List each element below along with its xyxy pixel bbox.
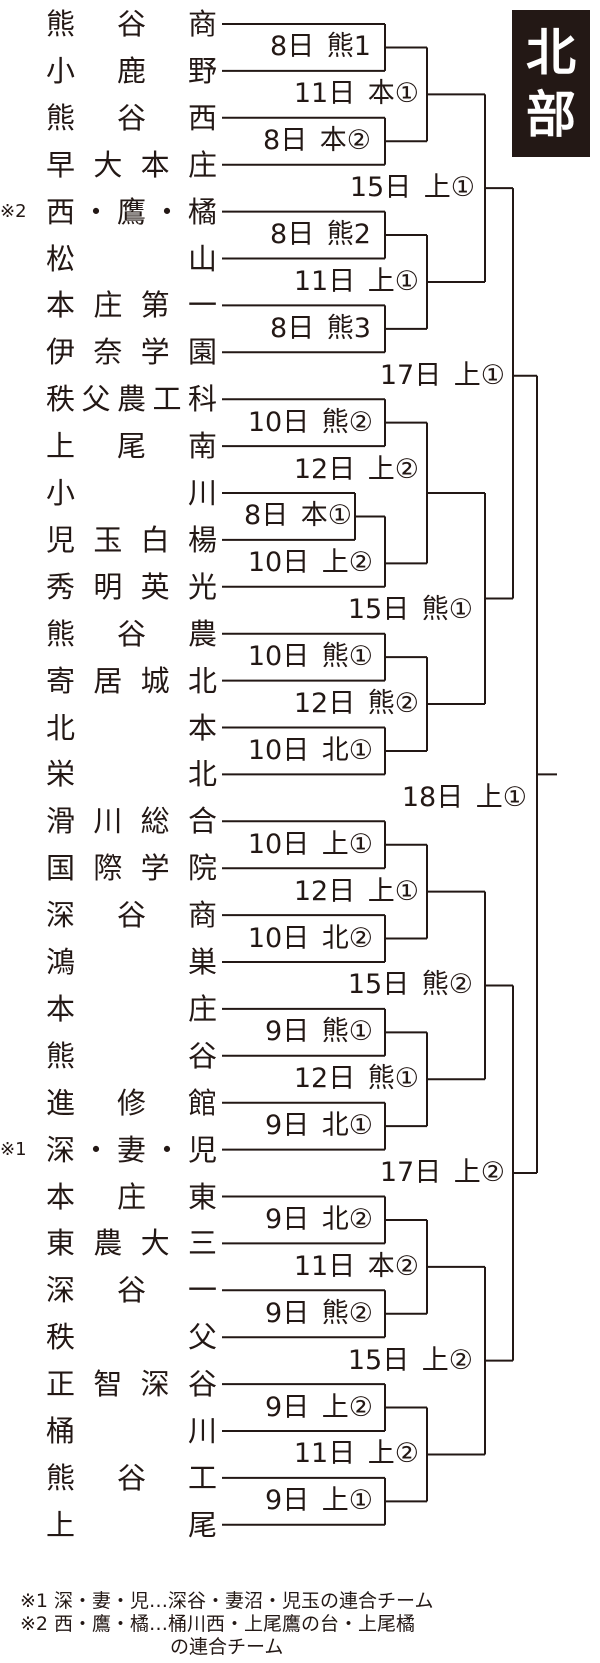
team-name: 桶川 (46, 1414, 217, 1448)
region-char: 北 (526, 23, 576, 82)
match-label: 9日 上① (265, 1485, 373, 1517)
team-name: 寄居城北 (46, 663, 217, 698)
match-label: 8日 熊1 (270, 31, 371, 63)
team-footnote-mark: ※1 (0, 1138, 27, 1160)
region-char: 部 (526, 85, 576, 144)
match-label: 11日 上② (293, 1438, 419, 1470)
match-label: 9日 熊② (265, 1297, 373, 1329)
match-label: 8日 本① (244, 500, 352, 532)
match-label: 10日 北② (247, 922, 373, 954)
team-name: 熊谷工 (46, 1460, 217, 1495)
match-label: 17日 上② (379, 1157, 505, 1189)
team-name: 本庄 (46, 991, 217, 1026)
team-name: 早大本庄 (46, 147, 217, 182)
match-label: 12日 熊① (293, 1063, 419, 1095)
match-label: 12日 上① (293, 875, 419, 907)
team-footnote-mark: ※2 (0, 200, 27, 222)
match-label: 11日 本① (293, 78, 419, 110)
team-name: 熊谷西 (46, 100, 217, 135)
match-label: 12日 熊② (293, 688, 419, 720)
team-name: 小川 (46, 476, 217, 510)
team-name: 栄北 (46, 757, 217, 792)
match-label: 15日 上② (347, 1344, 473, 1376)
match-label: 15日 熊② (347, 969, 473, 1001)
team-name: 秀明英光 (46, 569, 217, 604)
match-label: 10日 上① (247, 828, 373, 860)
footnote-1: ※1 深・妻・児…深谷・妻沼・児玉の連合チーム (20, 1590, 434, 1612)
match-label: 8日 熊2 (270, 219, 371, 251)
team-name: 国際学院 (46, 851, 217, 886)
team-name: 鴻巣 (46, 945, 217, 979)
match-label: 9日 北① (265, 1110, 373, 1142)
match-label: 12日 上② (293, 453, 419, 485)
team-name: 児玉白楊 (46, 522, 217, 557)
team-name: 本庄第一 (46, 288, 217, 323)
team-name: 熊谷農 (46, 616, 217, 651)
footnotes: ※1 深・妻・児…深谷・妻沼・児玉の連合チーム ※2 西・鷹・橘…桶川西・上尾鷹… (20, 1590, 433, 1659)
match-label: 10日 北① (247, 734, 373, 766)
match-label: 9日 熊① (265, 1016, 373, 1048)
match-label: 15日 上① (349, 172, 475, 204)
team-name: 深・妻・児 (46, 1132, 217, 1167)
match-label: 17日 上① (379, 359, 505, 391)
team-name: 北本 (46, 710, 217, 745)
team-name: 熊谷 (46, 1038, 217, 1073)
match-label: 10日 熊① (247, 641, 373, 673)
match-label: 11日 本② (293, 1250, 419, 1282)
team-name: 西・鷹・橘 (46, 194, 217, 229)
match-label: 8日 熊3 (270, 312, 371, 344)
team-name: 小鹿野 (46, 53, 217, 88)
match-label: 8日 本② (263, 125, 371, 157)
team-name: 東農大三 (46, 1226, 217, 1261)
match-label: 18日 上① (401, 781, 527, 813)
team-name: 松山 (46, 241, 217, 276)
team-name: 熊谷商 (46, 7, 217, 41)
match-label: 9日 北② (265, 1203, 373, 1235)
footnote-2-continued: の連合チーム (170, 1636, 284, 1658)
team-name: 深谷一 (46, 1273, 217, 1308)
team-name: 深谷商 (46, 898, 217, 933)
team-name: 本庄東 (46, 1179, 217, 1214)
match-label: 10日 熊② (247, 406, 373, 438)
team-name: 秩父農工科 (46, 382, 217, 417)
match-label: 9日 上② (265, 1391, 373, 1423)
team-name: 上尾南 (46, 429, 217, 464)
match-label: 11日 上① (293, 265, 419, 297)
team-name: 秩父 (46, 1320, 217, 1355)
footnote-2: ※2 西・鷹・橘…桶川西・上尾鷹の台・上尾橘 (20, 1613, 416, 1635)
match-label: 10日 上② (247, 547, 373, 579)
team-name: 伊奈学園 (46, 335, 217, 370)
team-name: 正智深谷 (46, 1367, 217, 1402)
team-name: 上尾 (46, 1507, 217, 1542)
region-badge: 北 部 (512, 10, 590, 157)
match-label: 15日 熊① (347, 594, 473, 626)
team-name: 滑川総合 (46, 804, 217, 839)
team-name: 進修館 (46, 1085, 217, 1120)
